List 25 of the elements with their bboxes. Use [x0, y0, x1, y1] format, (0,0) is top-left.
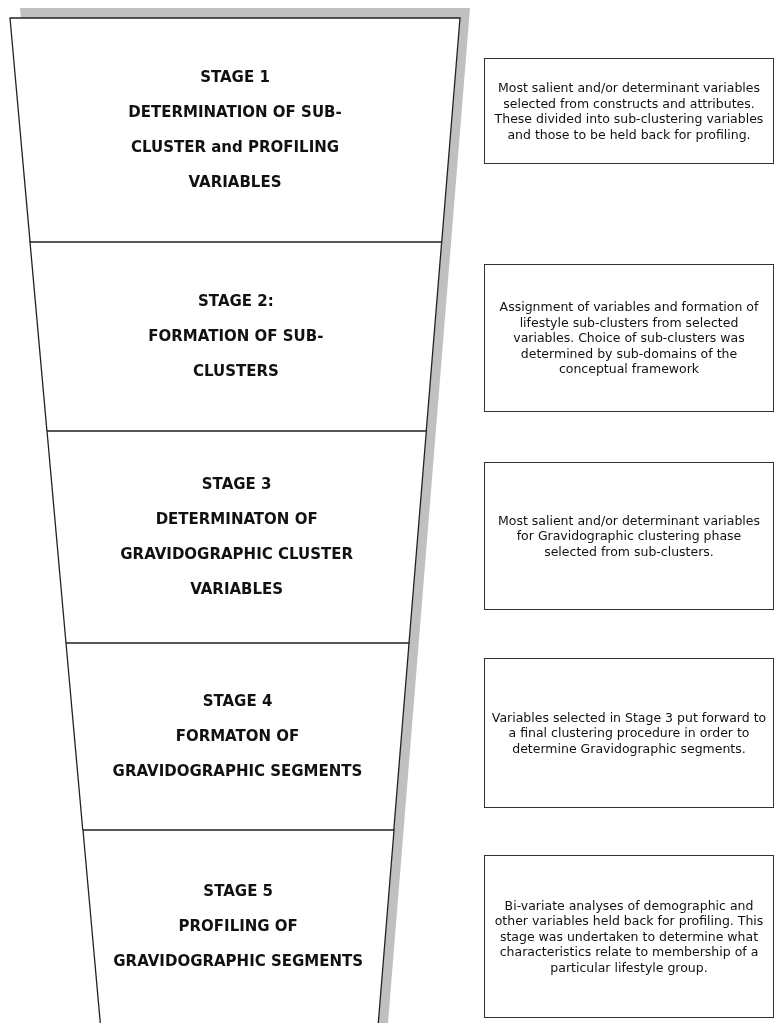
funnel-stage-band — [82, 830, 394, 1023]
description-box — [484, 58, 774, 164]
funnel-stage-band — [47, 431, 427, 643]
description-text: Assignment of variables and formation of lifestyle sub-clusters from selected variables. Choice of sub-clusters was determined by sub-domains of the conceptual framework — [498, 299, 760, 377]
stage-title: FORMATON OF GRAVIDOGRAPHIC SEGMENTS — [112, 726, 363, 782]
funnel-stage-band — [65, 643, 409, 830]
description-box — [484, 264, 774, 412]
description-text: Bi-variate analyses of demographic and other variables held back for profiling. This stage was undertaken to determine what characteristics relate to membership of a particular lifestyle group. — [493, 897, 765, 976]
description-box — [484, 658, 774, 808]
stage-title: DETERMINATON OF GRAVIDOGRAPHIC CLUSTER VARIABLES — [119, 509, 354, 600]
stage-heading: STAGE 1 — [200, 67, 270, 88]
funnel-stage-band — [30, 242, 442, 431]
stage-title: FORMATION OF SUB-CLUSTERS — [147, 326, 325, 382]
stage-title: PROFILING OF GRAVIDOGRAPHIC SEGMENTS — [113, 916, 364, 972]
stage-heading: STAGE 4 — [202, 691, 273, 712]
funnel-stage-band — [10, 18, 460, 242]
stage-heading: STAGE 3 — [201, 474, 272, 495]
description-text: Most salient and/or determinant variables selected from constructs and attributes. These divided into sub-clustering variables and those to be held back for profiling. — [493, 80, 765, 142]
description-box — [484, 462, 774, 610]
description-box — [484, 855, 774, 1018]
stage-title: DETERMINATION OF SUB-CLUSTER and PROFILING VARIABLES — [127, 102, 343, 193]
description-text: Most salient and/or determinant variables for Gravidographic clustering phase selected from sub-clusters. — [497, 512, 761, 560]
stage-heading: STAGE 5 — [203, 881, 274, 902]
stage-heading: STAGE 2: — [198, 291, 274, 312]
description-text: Variables selected in Stage 3 put forward to a final clustering procedure in order to determine Gravidographic segments. — [490, 709, 768, 757]
